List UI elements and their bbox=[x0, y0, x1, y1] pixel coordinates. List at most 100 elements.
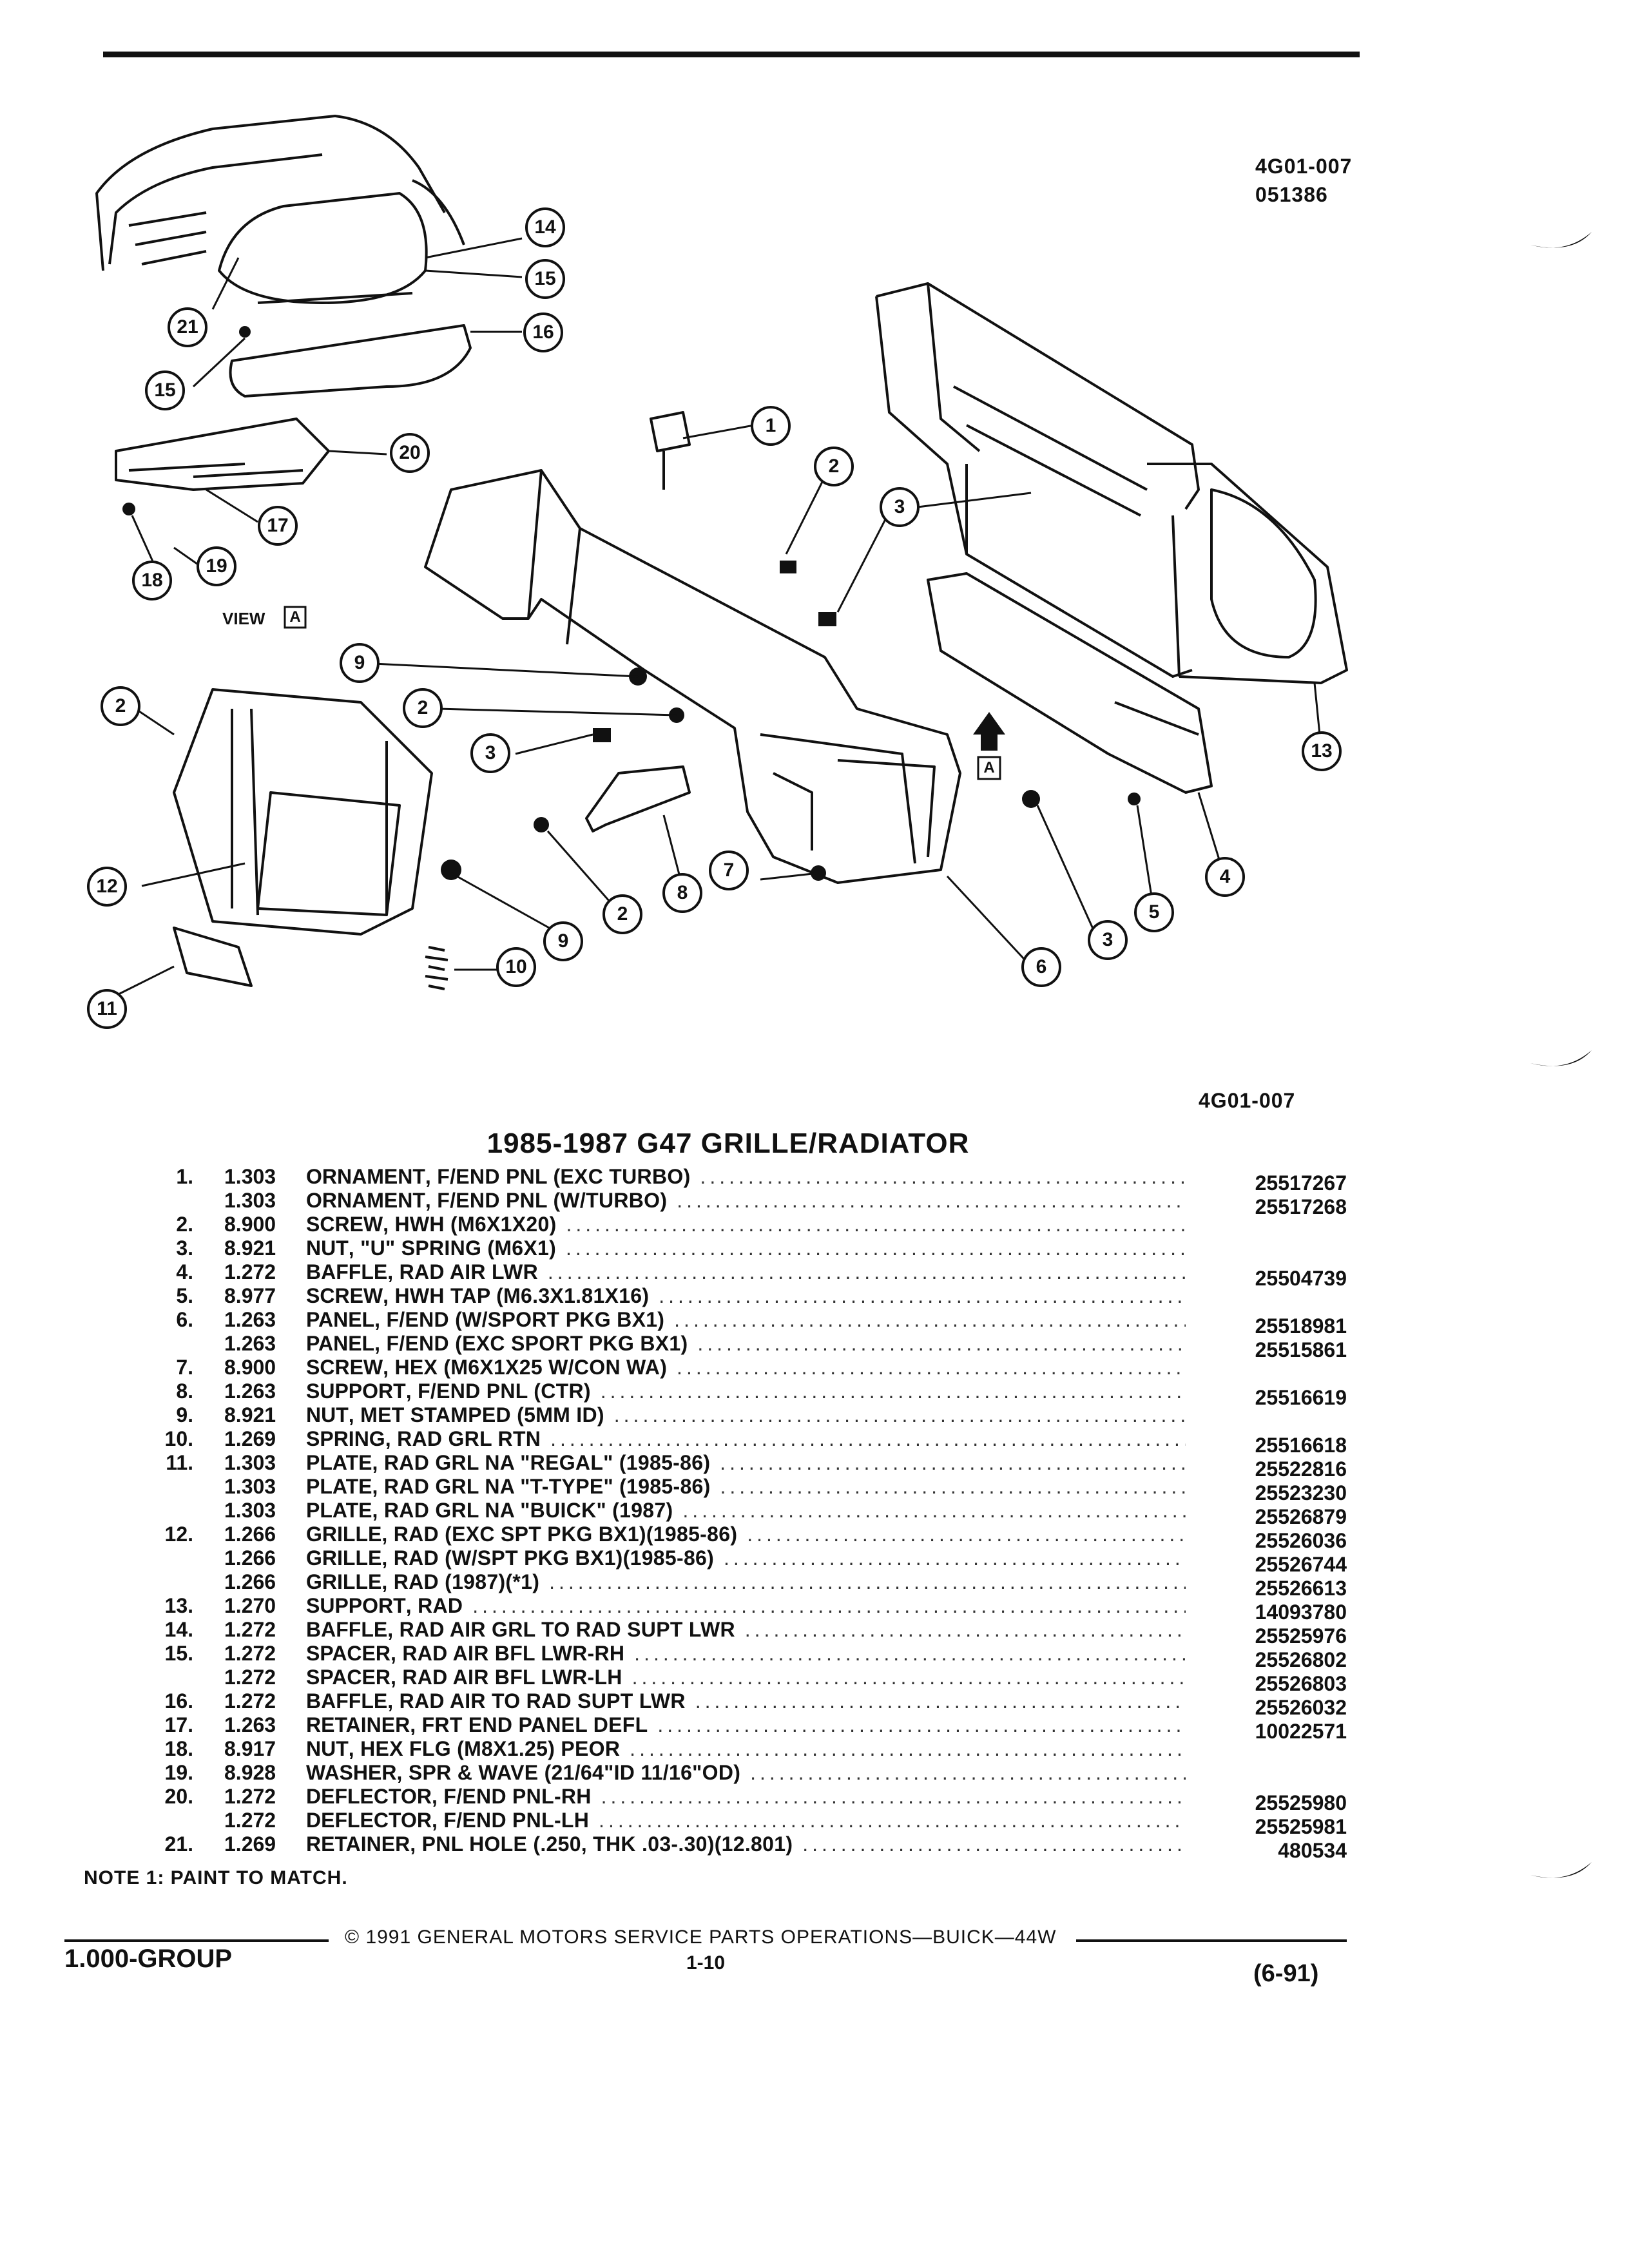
part-spec: , PNL HOLE (.250, THK .03-.30)(12.801) bbox=[410, 1832, 793, 1856]
callout-14: 14 bbox=[525, 207, 565, 247]
leader-dots: ........................................… bbox=[599, 1809, 1186, 1832]
part-number: 480534 bbox=[1278, 1839, 1347, 1862]
callout-11: 11 bbox=[87, 989, 127, 1029]
part-description: NUT, "U" SPRING (M6X1) .................… bbox=[306, 1236, 1186, 1260]
part-description: WASHER, SPR & WAVE (21/64"ID 11/16"OD) .… bbox=[306, 1761, 1186, 1785]
item-number: 17. bbox=[164, 1713, 193, 1736]
part-description: SUPPORT, RAD ...........................… bbox=[306, 1594, 1186, 1618]
callout-2: 2 bbox=[814, 447, 854, 486]
part-name: BAFFLE bbox=[306, 1260, 388, 1283]
part-name: PLATE bbox=[306, 1451, 372, 1474]
footer-page-number: 1-10 bbox=[686, 1952, 726, 1974]
illustration-code: 4G01-007 bbox=[1255, 155, 1353, 178]
part-description: SCREW, HWH (M6X1X20) ...................… bbox=[306, 1213, 1186, 1236]
callout-17: 17 bbox=[258, 506, 298, 546]
leader-dots: ........................................… bbox=[677, 1356, 1186, 1379]
leader-dots: ........................................… bbox=[677, 1189, 1186, 1212]
part-number: 25518981 bbox=[1255, 1314, 1347, 1338]
part-name: SCREW bbox=[306, 1356, 383, 1379]
leader-dots: ........................................… bbox=[613, 1403, 1186, 1427]
leader-dots: ........................................… bbox=[720, 1451, 1186, 1474]
exploded-parts-diagram bbox=[95, 115, 1348, 997]
leader-dots: ........................................… bbox=[463, 1594, 1186, 1617]
leader-dots: ........................................… bbox=[601, 1785, 1186, 1808]
group-number: 1.272 bbox=[224, 1642, 276, 1665]
part-name: GRILLE bbox=[306, 1523, 382, 1546]
part-description: PLATE, RAD GRL NA "REGAL" (1985-86) ....… bbox=[306, 1451, 1186, 1475]
item-number: 13. bbox=[164, 1594, 193, 1617]
callout-3: 3 bbox=[470, 733, 510, 773]
callout-6: 6 bbox=[1021, 947, 1061, 987]
note: NOTE 1: PAINT TO MATCH. bbox=[84, 1867, 348, 1888]
item-number: 15. bbox=[164, 1642, 193, 1665]
leader-dots: ........................................… bbox=[600, 1379, 1186, 1403]
item-number: 12. bbox=[164, 1523, 193, 1546]
group-number: 1.266 bbox=[224, 1523, 276, 1546]
part-description: SPRING, RAD GRL RTN ....................… bbox=[306, 1427, 1186, 1451]
part-number: 25517268 bbox=[1255, 1195, 1347, 1218]
group-number: 8.917 bbox=[224, 1737, 276, 1760]
part-spec: , F/END (EXC SPORT PKG BX1) bbox=[374, 1332, 688, 1355]
part-8-center-support bbox=[585, 765, 691, 832]
group-number: 1.303 bbox=[224, 1451, 276, 1474]
item-number: 11. bbox=[166, 1451, 193, 1474]
part-description: BAFFLE, RAD AIR TO RAD SUPT LWR ........… bbox=[306, 1689, 1186, 1713]
part-11-plate bbox=[173, 927, 253, 987]
page-title: 1985-1987 G47 GRILLE/RADIATOR bbox=[487, 1128, 970, 1159]
group-number: 1.303 bbox=[224, 1189, 276, 1212]
part-name: SPACER bbox=[306, 1642, 390, 1665]
part-description: SPACER, RAD AIR BFL LWR-RH .............… bbox=[306, 1642, 1186, 1666]
footer-rule-left bbox=[64, 1939, 329, 1942]
part-number: 25516618 bbox=[1255, 1434, 1347, 1457]
callout-5: 5 bbox=[1134, 892, 1174, 932]
part-spec: , F/END PNL (CTR) bbox=[405, 1379, 591, 1403]
part-13-radiator-support bbox=[875, 282, 1348, 684]
group-number: 8.921 bbox=[224, 1403, 276, 1427]
part-description: RETAINER, FRT END PANEL DEFL ...........… bbox=[306, 1713, 1186, 1737]
part-1-ornament bbox=[650, 411, 691, 490]
part-name: SPRING bbox=[306, 1427, 385, 1450]
group-number: 1.303 bbox=[224, 1475, 276, 1498]
part-spec: , HWH (M6X1X20) bbox=[383, 1213, 557, 1236]
part-spec: , MET STAMPED (5MM ID) bbox=[348, 1403, 604, 1427]
callout-7: 7 bbox=[709, 850, 749, 890]
group-number: 8.977 bbox=[224, 1284, 276, 1307]
part-name: GRILLE bbox=[306, 1570, 382, 1593]
callout-3: 3 bbox=[1088, 920, 1128, 960]
illustration-code-bottom: 4G01-007 bbox=[1199, 1089, 1296, 1112]
part-spec: , RAD (1987)(*1) bbox=[381, 1570, 540, 1593]
view-a-arrow bbox=[973, 712, 1005, 751]
part-name: RETAINER bbox=[306, 1713, 410, 1736]
part-number: 25517267 bbox=[1255, 1171, 1347, 1195]
callout-18: 18 bbox=[132, 561, 172, 601]
callout-15: 15 bbox=[525, 259, 565, 299]
callout-4: 4 bbox=[1205, 857, 1245, 897]
part-number: 25525976 bbox=[1255, 1624, 1347, 1648]
item-number: 19. bbox=[164, 1761, 193, 1784]
callout-9: 9 bbox=[340, 643, 380, 683]
part-description: GRILLE, RAD (EXC SPT PKG BX1)(1985-86) .… bbox=[306, 1523, 1186, 1546]
callout-2: 2 bbox=[101, 686, 140, 726]
item-number: 5. bbox=[176, 1284, 193, 1307]
group-number: 1.272 bbox=[224, 1260, 276, 1283]
part-name: NUT bbox=[306, 1737, 349, 1760]
callout-10: 10 bbox=[496, 947, 536, 987]
leader-dots: ........................................… bbox=[631, 1666, 1186, 1689]
callout-13: 13 bbox=[1302, 731, 1342, 771]
part-spec: , F/END PNL (EXC TURBO) bbox=[425, 1165, 691, 1188]
part-spec: , F/END (W/SPORT PKG BX1) bbox=[374, 1308, 665, 1331]
part-number: 25526036 bbox=[1255, 1529, 1347, 1552]
part-name: GRILLE bbox=[306, 1546, 382, 1570]
part-spec: , RAD GRL NA "BUICK" (1987) bbox=[372, 1499, 673, 1522]
part-spec: , HEX FLG (M8X1.25) PEOR bbox=[348, 1737, 621, 1760]
callout-8: 8 bbox=[662, 873, 702, 913]
part-name: DEFLECTOR bbox=[306, 1785, 432, 1808]
leader-dots: ........................................… bbox=[566, 1213, 1186, 1236]
part-name: NUT bbox=[306, 1403, 349, 1427]
